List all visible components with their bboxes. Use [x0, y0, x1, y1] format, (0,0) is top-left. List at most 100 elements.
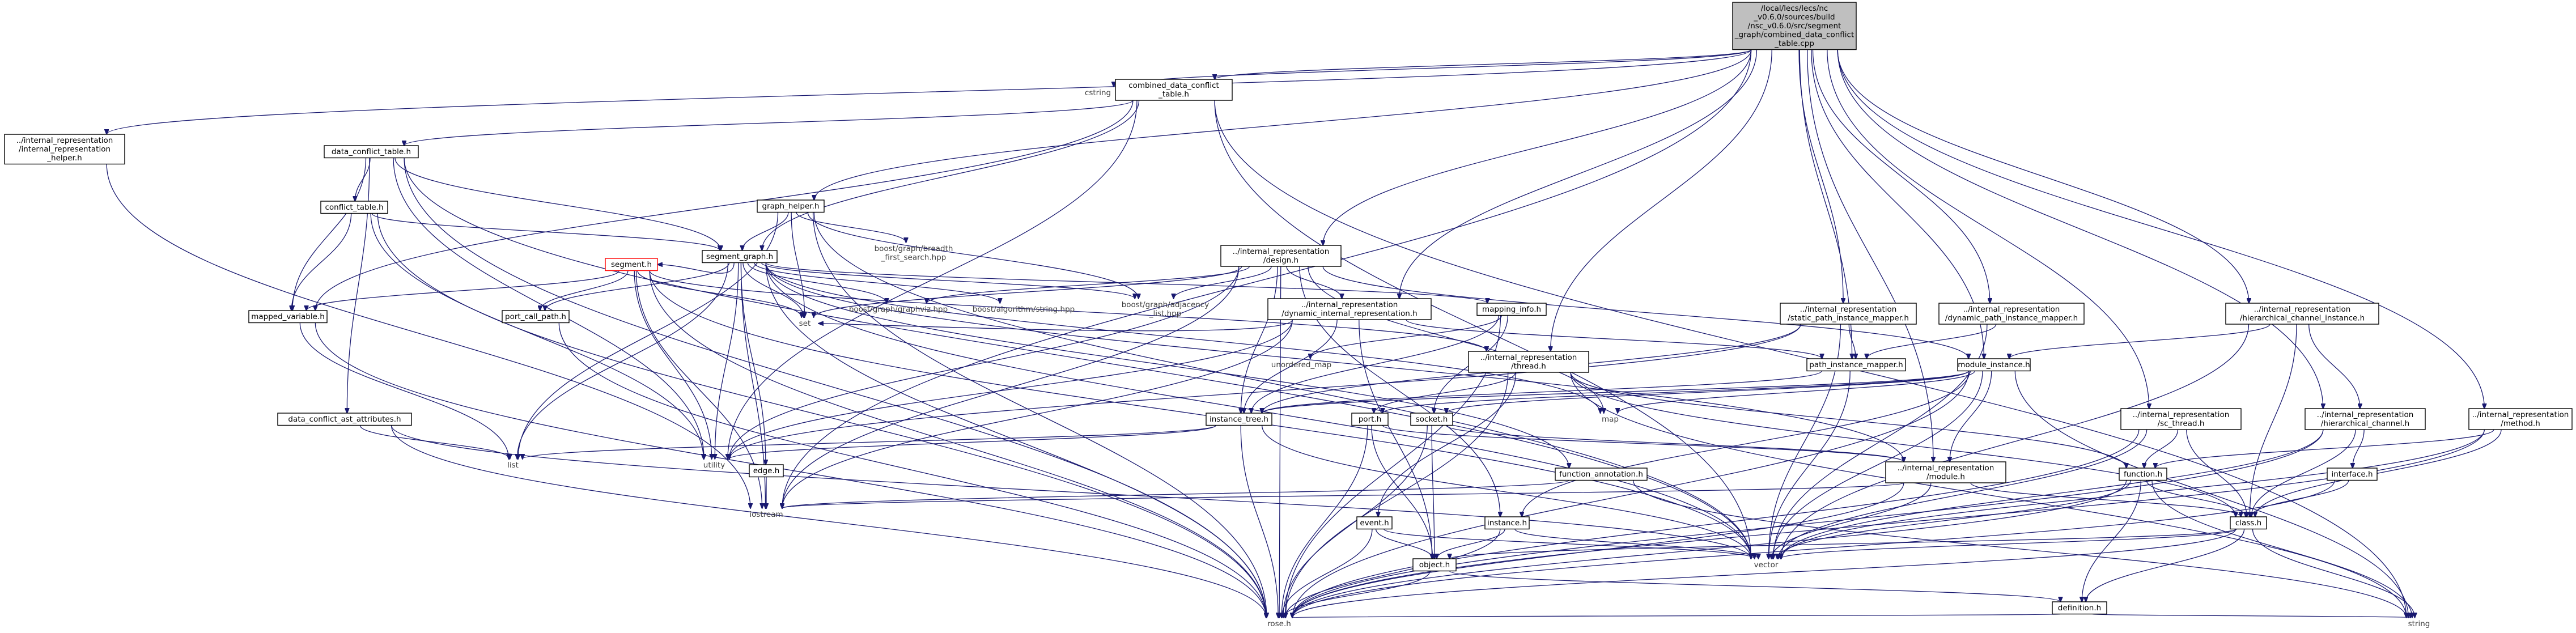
node-hier-channel-instance[interactable]: ../internal_representation/hierarchical_… [2225, 303, 2379, 325]
node-label: _graph/combined_data_conflict [1734, 31, 1854, 40]
include-edge [765, 262, 1569, 469]
node-instance-h[interactable]: instance.h [1484, 516, 1530, 530]
node-box [1938, 303, 2085, 325]
node-mapping-info-h[interactable]: mapping_info.h [1476, 303, 1547, 316]
node-module-instance-h[interactable]: module_instance.h [1957, 358, 2031, 372]
node-definition-h[interactable]: definition.h [2052, 601, 2107, 615]
include-edge [1618, 371, 1975, 414]
include-edge [1806, 49, 1933, 462]
node-dyn-ir[interactable]: ../internal_representation/dynamic_inter… [1267, 298, 1432, 320]
include-edge [1781, 429, 2324, 559]
include-edge [754, 262, 1000, 304]
include-edge [814, 266, 1242, 317]
include-edge [715, 262, 739, 460]
include-edge [1251, 315, 1499, 414]
include-edge [2014, 371, 2408, 618]
node-layer: /local/lecs/lecs/nc_v0.6.0/sources/build… [4, 2, 2573, 628]
node-label: iostream [749, 510, 783, 519]
include-edge [1798, 49, 1843, 304]
include-edge [818, 319, 1293, 332]
node-list: list [507, 461, 519, 470]
node-label: /local/lecs/lecs/nc [1761, 4, 1828, 13]
node-instance-tree-h[interactable]: instance_tree.h [1206, 413, 1272, 426]
node-port-call-path-h[interactable]: port_call_path.h [502, 310, 570, 324]
node-graph-helper-h[interactable]: graph_helper.h [757, 199, 825, 213]
node-boost-graphviz: boost/graph/graphviz.hpp [849, 305, 948, 314]
node-segment-h[interactable]: segment.h [605, 258, 658, 271]
node-label: set [799, 319, 811, 328]
node-box [1732, 2, 1857, 50]
node-hier-channel[interactable]: ../internal_representation/hierarchical_… [2305, 408, 2426, 430]
include-edge [782, 49, 1752, 509]
node-thread-h[interactable]: ../internal_representation/thread.h [1468, 351, 1589, 373]
node-box [1351, 413, 1389, 426]
node-boost-adjacency: boost/graph/adjacency_list.hpp [1122, 300, 1210, 318]
include-edge [814, 49, 1752, 201]
node-dyn-path-mapper[interactable]: ../internal_representation/dynamic_path_… [1938, 303, 2085, 325]
include-edge [370, 213, 703, 460]
include-edge [1378, 372, 1517, 517]
include-edge [729, 324, 1801, 459]
node-sc-thread-h[interactable]: ../internal_representation/sc_thread.h [2120, 408, 2242, 430]
include-edge [1384, 528, 1755, 559]
node-segment-graph-h[interactable]: segment_graph.h [702, 250, 778, 264]
include-edge [1848, 324, 1856, 359]
node-ir-module-h[interactable]: ../internal_representation/module.h [1885, 461, 2006, 483]
node-label: port_call_path.h [505, 312, 566, 321]
include-edge [1514, 528, 1759, 559]
node-data-conflict-table-h[interactable]: data_conflict_table.h [324, 145, 419, 159]
node-combined-data-conflict-table-h[interactable]: combined_data_conflict_table.h [1115, 79, 1233, 101]
include-edge [1214, 100, 1751, 559]
node-box [1412, 558, 1457, 572]
node-boost-bfs: boost/graph/breadth_first_search.hpp [875, 244, 953, 262]
include-edge [1292, 429, 2485, 618]
node-conflict-table-h[interactable]: conflict_table.h [320, 201, 388, 214]
include-edge [1570, 372, 2235, 517]
node-design-h[interactable]: ../internal_representation/design.h [1220, 245, 1342, 267]
node-label: mapping_info.h [1482, 305, 1541, 314]
node-box [1206, 413, 1272, 426]
node-label: /hierarchical_channel.h [2321, 419, 2409, 428]
include-edge [1283, 425, 1428, 618]
include-edge [394, 158, 721, 251]
node-method-h[interactable]: ../internal_representation/method.h [2468, 408, 2573, 430]
node-label: combined_data_conflict [1128, 81, 1219, 90]
node-static-path-mapper[interactable]: ../internal_representation/static_path_i… [1780, 303, 1917, 325]
node-function-annotation-h[interactable]: function_annotation.h [1555, 468, 1648, 481]
node-label: unordered_map [1271, 360, 1331, 369]
include-edge [729, 266, 1240, 459]
include-edge [1262, 370, 1822, 414]
include-edge [1551, 49, 1772, 352]
node-map: map [1602, 415, 1619, 424]
node-box [1267, 298, 1432, 320]
include-edge [1292, 371, 1969, 618]
include-edge [1950, 371, 1992, 462]
include-edge [1837, 49, 2484, 409]
node-event-h[interactable]: event.h [1356, 516, 1393, 530]
node-object-h[interactable]: object.h [1412, 558, 1457, 572]
node-label: function_annotation.h [1559, 470, 1643, 479]
include-edge [404, 158, 1751, 559]
include-edge [1446, 370, 1969, 414]
node-class-h[interactable]: class.h [2230, 516, 2267, 530]
node-box [4, 134, 125, 165]
node-socket-h[interactable]: socket.h [1410, 413, 1453, 426]
include-edge [1837, 49, 2323, 409]
node-data-conflict-ast-h[interactable]: data_conflict_ast_attributes.h [277, 413, 412, 426]
include-edge [1827, 49, 2149, 409]
node-label: _table.h [1158, 90, 1189, 99]
node-edge-h[interactable]: edge.h [749, 464, 784, 478]
node-rose-h: rose.h [1267, 619, 1291, 628]
node-label: object.h [1419, 560, 1450, 570]
node-ir-helper[interactable]: ../internal_representation/internal_repr… [4, 134, 125, 165]
node-path-instance-mapper-h[interactable]: path_instance_mapper.h [1806, 358, 1906, 372]
include-edge [1322, 266, 1968, 359]
node-interface-h[interactable]: interface.h [2327, 468, 2378, 481]
node-root[interactable]: /local/lecs/lecs/nc_v0.6.0/sources/build… [1732, 2, 1857, 50]
node-mapped-variable-h[interactable]: mapped_variable.h [248, 310, 328, 324]
node-function-h[interactable]: function.h [2119, 468, 2167, 481]
node-port-h[interactable]: port.h [1351, 413, 1389, 426]
include-edge [2146, 480, 2246, 517]
node-label: ../internal_representation [2254, 305, 2351, 314]
node-label: /static_path_instance_mapper.h [1788, 314, 1909, 323]
